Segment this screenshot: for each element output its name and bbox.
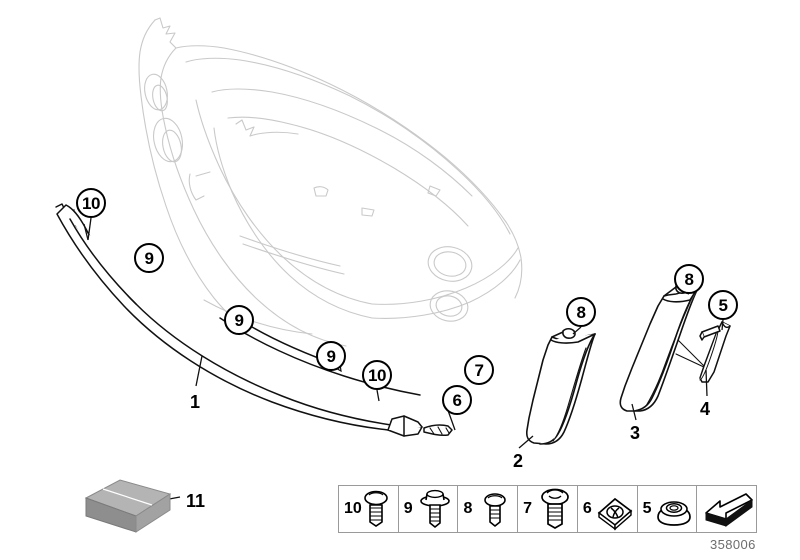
legend-item-10[interactable]: 10 [339, 486, 399, 532]
part-4-cover-strip [699, 321, 731, 383]
legend-item-arrow[interactable] [697, 486, 756, 532]
direction-arrow-icon [704, 493, 753, 527]
callout-label: 7 [474, 360, 484, 380]
fastener-legend: 10 9 8 [338, 485, 757, 533]
legend-item-5[interactable]: 5 [638, 486, 698, 532]
callout-label: 10 [82, 193, 100, 213]
legend-number: 5 [642, 500, 652, 517]
legend-item-6[interactable]: 6 [578, 486, 638, 532]
grommet-icon [657, 501, 692, 526]
legend-number: 6 [582, 500, 592, 517]
part-3-trim-panel-right [619, 282, 707, 412]
legend-item-9[interactable]: 9 [399, 486, 459, 532]
legend-number: 10 [344, 500, 362, 517]
part-2-trim-panel-left [525, 327, 596, 445]
callout-label: 8 [684, 269, 694, 289]
clip-nut-plate-icon [597, 497, 632, 531]
callout-10-right[interactable]: 10 [362, 360, 392, 390]
callout-label: 5 [718, 295, 728, 315]
part-label-1: 1 [190, 392, 201, 412]
large-pan-screw-icon [541, 488, 569, 529]
leader-lines [83, 217, 724, 501]
part-label-2: 2 [513, 451, 524, 471]
legend-number: 7 [523, 500, 533, 517]
callout-9-left[interactable]: 9 [134, 243, 164, 273]
callout-9-right[interactable]: 9 [316, 341, 346, 371]
callout-label: 9 [326, 346, 336, 366]
legend-item-7[interactable]: 7 [518, 486, 578, 532]
callout-5[interactable]: 5 [708, 290, 738, 320]
part-11-kit-carton [84, 479, 172, 533]
part-label-4: 4 [700, 399, 711, 419]
callout-label: 8 [576, 302, 586, 322]
callout-8-left[interactable]: 8 [566, 297, 596, 327]
callout-10-left[interactable]: 10 [76, 188, 106, 218]
callout-label: 9 [144, 248, 154, 268]
callout-label: 6 [452, 390, 462, 410]
callout-8-right[interactable]: 8 [674, 264, 704, 294]
part-1-spoiler-lip [55, 203, 453, 437]
diagram-id-number: 358006 [710, 537, 756, 552]
callout-label: 9 [234, 310, 244, 330]
callout-7[interactable]: 7 [464, 355, 494, 385]
legend-number: 8 [463, 500, 473, 517]
part-label-11: 11 [186, 491, 206, 511]
part-label-3: 3 [630, 423, 641, 443]
flanged-screw-icon [420, 489, 451, 529]
callout-9-mid[interactable]: 9 [224, 305, 254, 335]
small-screw-icon [484, 493, 506, 528]
legend-item-8[interactable]: 8 [458, 486, 519, 532]
callout-6[interactable]: 6 [442, 385, 472, 415]
legend-number: 9 [403, 500, 413, 517]
callout-label: 10 [368, 365, 386, 385]
pan-head-screw-icon [363, 490, 388, 527]
